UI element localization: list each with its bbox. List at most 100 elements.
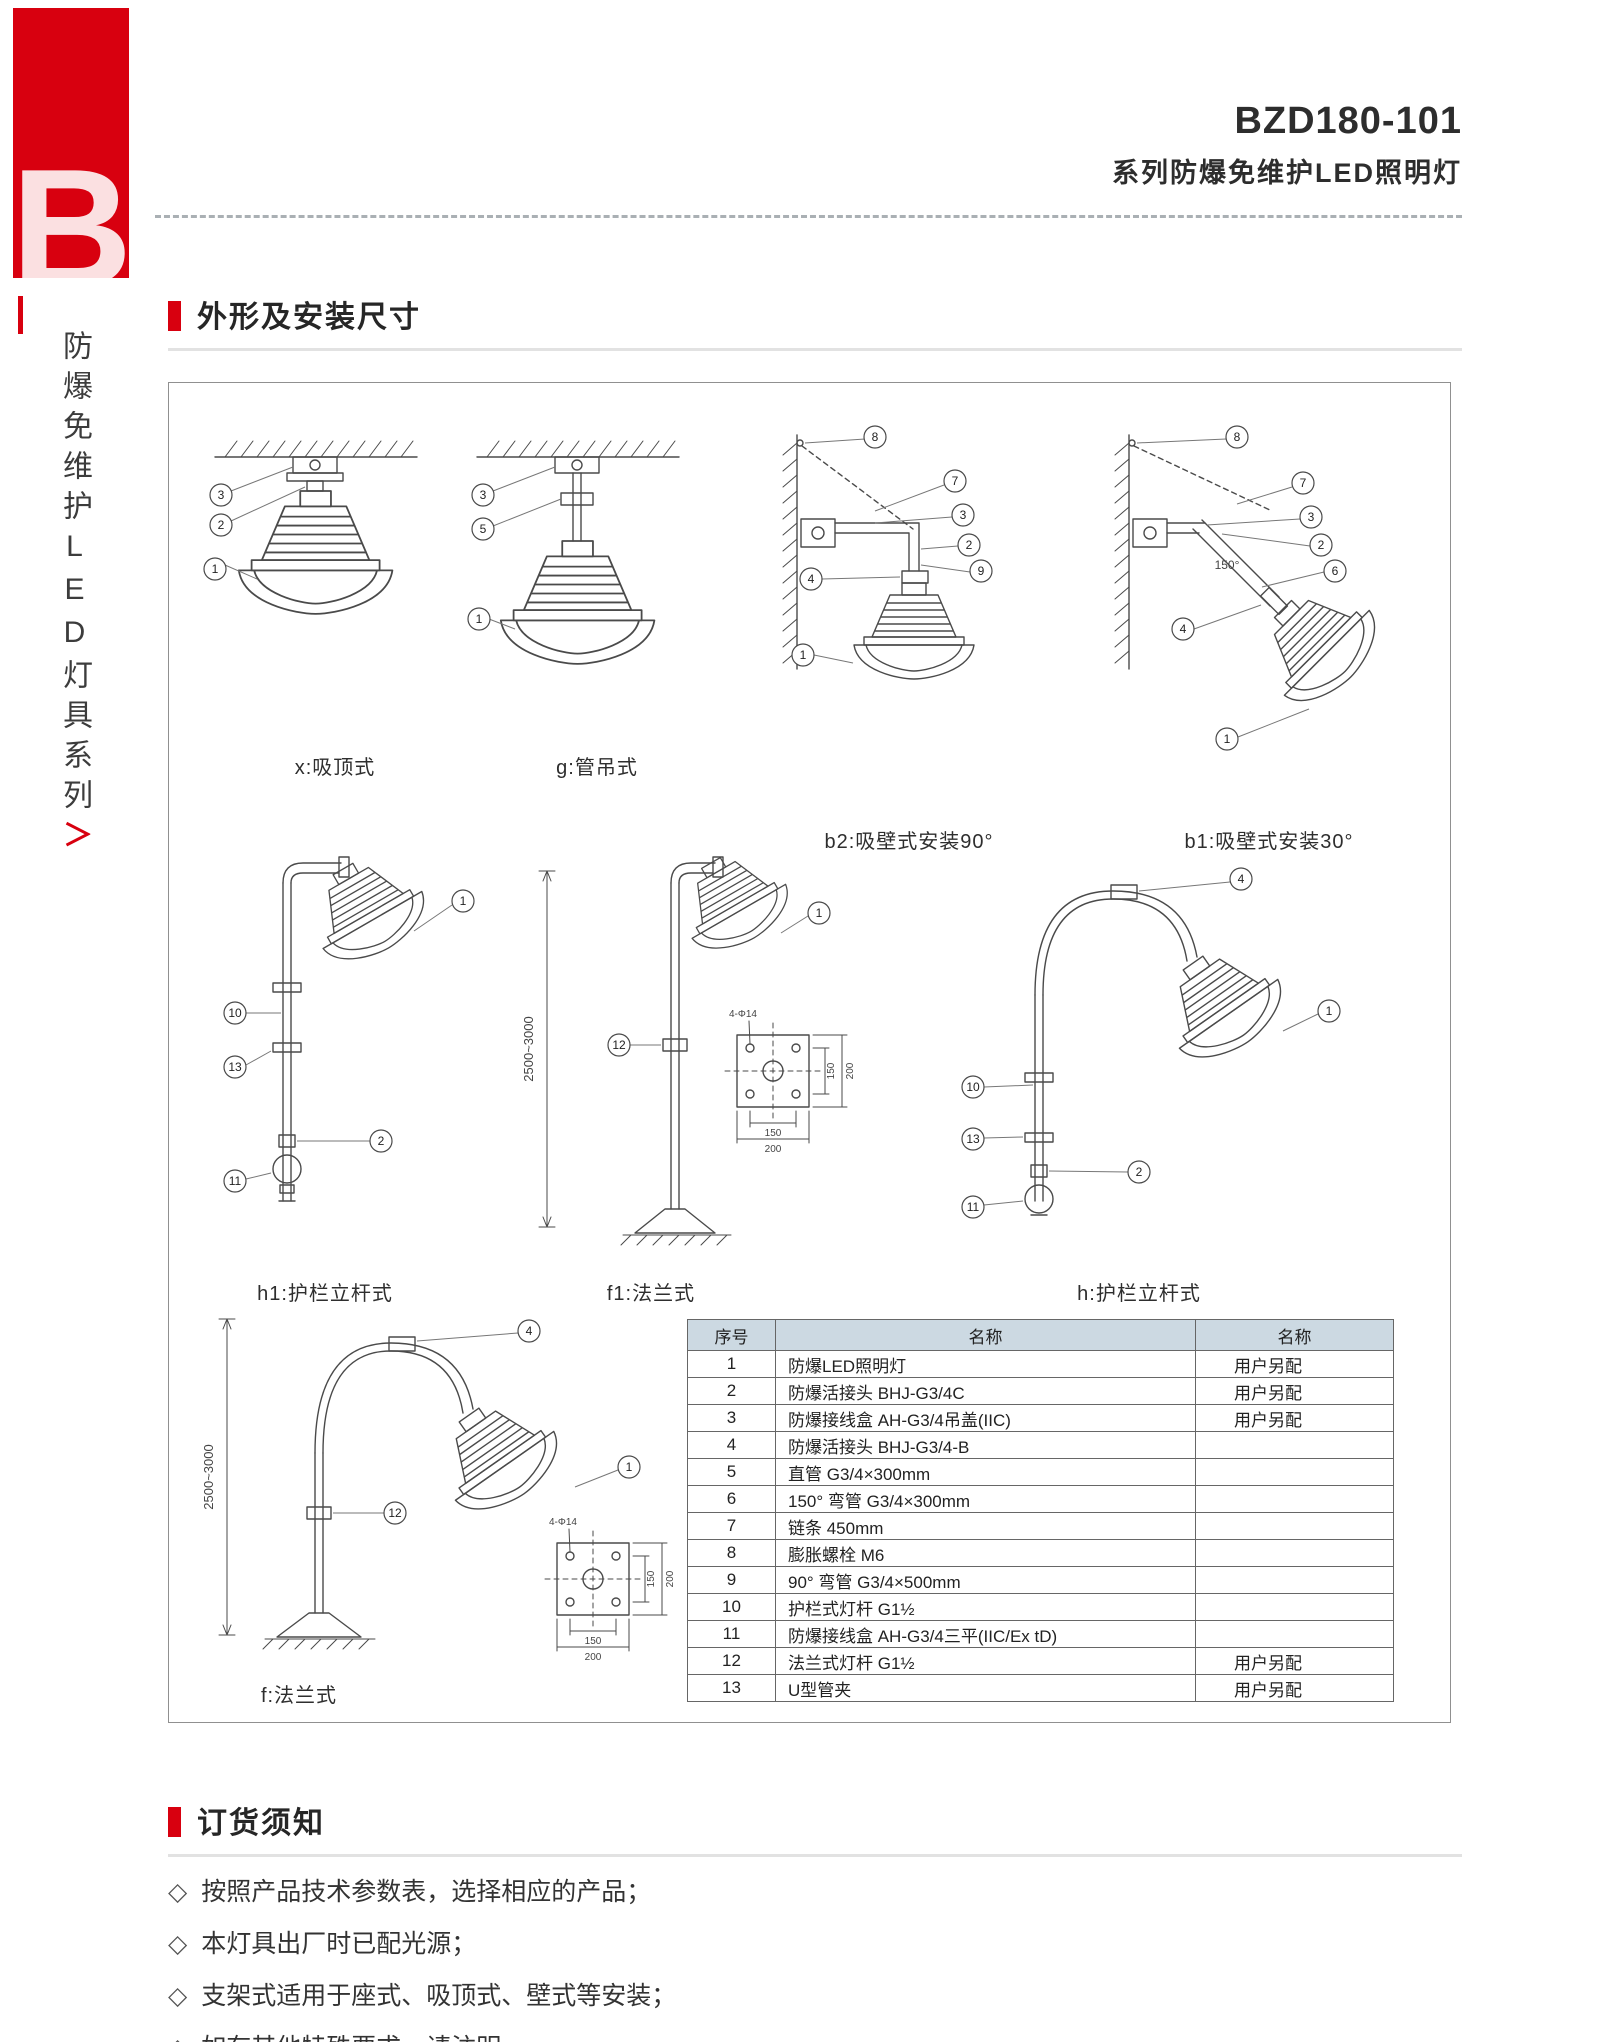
ceiling-hatch bbox=[214, 440, 418, 458]
cell: 7 bbox=[687, 1512, 776, 1540]
callout: 2 bbox=[209, 486, 306, 537]
series-title-text: 防爆免维护LED灯具系列 bbox=[58, 330, 91, 819]
callout: 2 bbox=[297, 1129, 393, 1153]
svg-text:8: 8 bbox=[1234, 430, 1241, 444]
dimension-line bbox=[538, 870, 556, 1228]
svg-text:8: 8 bbox=[872, 430, 879, 444]
cell: U型管夹 bbox=[775, 1674, 1196, 1702]
svg-text:7: 7 bbox=[1300, 476, 1307, 490]
angle-note: 150° bbox=[1215, 558, 1240, 572]
callout: 4 bbox=[799, 567, 901, 591]
red-bullet bbox=[168, 301, 181, 331]
callout: 12 bbox=[333, 1501, 407, 1525]
svg-text:7: 7 bbox=[952, 474, 959, 488]
pole-assembly bbox=[620, 835, 802, 1246]
svg-text:2: 2 bbox=[1136, 1165, 1143, 1179]
callout: 12 bbox=[607, 1033, 661, 1057]
section-title-ordering: 订货须知 bbox=[168, 1798, 1462, 1857]
cell: 4 bbox=[687, 1431, 776, 1459]
cell: 1 bbox=[687, 1350, 776, 1378]
note-item: ◇ 本灯具出厂时已配光源； bbox=[168, 1924, 676, 1960]
callout: 11 bbox=[961, 1195, 1024, 1219]
diagram-pendant-mount: 3 5 1 bbox=[467, 440, 680, 665]
callout: 7 bbox=[874, 469, 967, 512]
model-number: BZD180-101 bbox=[1234, 100, 1462, 142]
callout: 5 bbox=[471, 498, 562, 541]
lamp-assembly bbox=[499, 456, 656, 665]
cell: 用户另配 bbox=[1195, 1674, 1394, 1702]
svg-text:2: 2 bbox=[218, 518, 225, 532]
svg-text:3: 3 bbox=[480, 488, 487, 502]
cell: 13 bbox=[687, 1674, 776, 1702]
ordering-notes: ◇ 按照产品技术参数表，选择相应的产品； ◇ 本灯具出厂时已配光源； ◇ 支架式… bbox=[168, 1872, 676, 2042]
cell: 2 bbox=[687, 1377, 776, 1405]
cell: 法兰式灯杆 G1½ bbox=[775, 1647, 1196, 1675]
note-item: ◇ 按照产品技术参数表，选择相应的产品； bbox=[168, 1872, 676, 1908]
diagram-label: g:管吊式 bbox=[556, 757, 638, 779]
cell: 9 bbox=[687, 1566, 776, 1594]
diagram-label: h1:护栏立杆式 bbox=[257, 1283, 393, 1305]
cell: 90° 弯管 G3/4×500mm bbox=[775, 1566, 1196, 1594]
pole-assembly bbox=[1024, 884, 1298, 1216]
cell bbox=[1195, 1431, 1394, 1459]
cell: 150° 弯管 G3/4×300mm bbox=[775, 1485, 1196, 1513]
diamond-bullet-icon: ◇ bbox=[168, 2033, 187, 2042]
wall-hatch bbox=[782, 434, 804, 670]
svg-text:6: 6 bbox=[1332, 564, 1339, 578]
diagram-label: f:法兰式 bbox=[260, 1685, 338, 1707]
pole-assembly bbox=[262, 1336, 574, 1650]
cell bbox=[1195, 1458, 1394, 1486]
diagram-box: 3 2 1 x:吸顶式 3 5 1 g:管吊式 bbox=[168, 382, 1451, 1723]
brand-logo: B bbox=[13, 8, 129, 278]
svg-text:1: 1 bbox=[816, 906, 823, 920]
svg-text:1: 1 bbox=[476, 612, 483, 626]
series-vertical-title: 防爆免维护LED灯具系列＞ bbox=[52, 330, 96, 970]
cell: 12 bbox=[687, 1647, 776, 1675]
callout: 8 bbox=[804, 425, 887, 449]
callout: 9 bbox=[920, 559, 993, 583]
svg-text:2: 2 bbox=[1318, 538, 1325, 552]
callout: 2 bbox=[1221, 533, 1333, 557]
diamond-bullet-icon: ◇ bbox=[168, 1930, 188, 1958]
svg-text:2: 2 bbox=[378, 1134, 385, 1148]
flange-detail bbox=[724, 1008, 857, 1156]
svg-text:13: 13 bbox=[228, 1060, 242, 1074]
svg-text:4: 4 bbox=[526, 1324, 533, 1338]
svg-text:11: 11 bbox=[967, 1200, 980, 1214]
diagram-flange-pole-1: 2500~3000 1 12 bbox=[521, 835, 857, 1246]
cell bbox=[1195, 1566, 1394, 1594]
callout: 4 bbox=[1171, 604, 1262, 641]
diagram-ceiling-mount: 3 2 1 bbox=[203, 440, 418, 615]
cell bbox=[1195, 1512, 1394, 1540]
header-divider bbox=[155, 215, 1462, 218]
callout: 1 bbox=[1282, 999, 1341, 1032]
note-text: 支架式适用于座式、吸顶式、壁式等安装； bbox=[201, 1982, 677, 2010]
series-arrow: ＞ bbox=[58, 819, 91, 859]
diagram-label: b2:吸壁式安装90° bbox=[824, 831, 994, 853]
svg-text:3: 3 bbox=[960, 508, 967, 522]
cell: 用户另配 bbox=[1195, 1350, 1394, 1378]
lamp-assembly bbox=[800, 445, 975, 680]
svg-text:1: 1 bbox=[1326, 1004, 1333, 1018]
cell bbox=[1195, 1485, 1394, 1513]
svg-text:12: 12 bbox=[388, 1506, 402, 1520]
cell: 防爆LED照明灯 bbox=[775, 1350, 1196, 1378]
callout: 3 bbox=[471, 466, 556, 507]
diagram-guardrail-pole-1: 1 10 13 2 11 bbox=[223, 839, 475, 1202]
note-text: 如有其他特殊要求，请注明。 bbox=[201, 2028, 526, 2042]
svg-text:13: 13 bbox=[966, 1132, 980, 1146]
svg-text:3: 3 bbox=[1308, 510, 1315, 524]
col-header-index: 序号 bbox=[687, 1319, 776, 1351]
callout: 3 bbox=[874, 503, 975, 527]
